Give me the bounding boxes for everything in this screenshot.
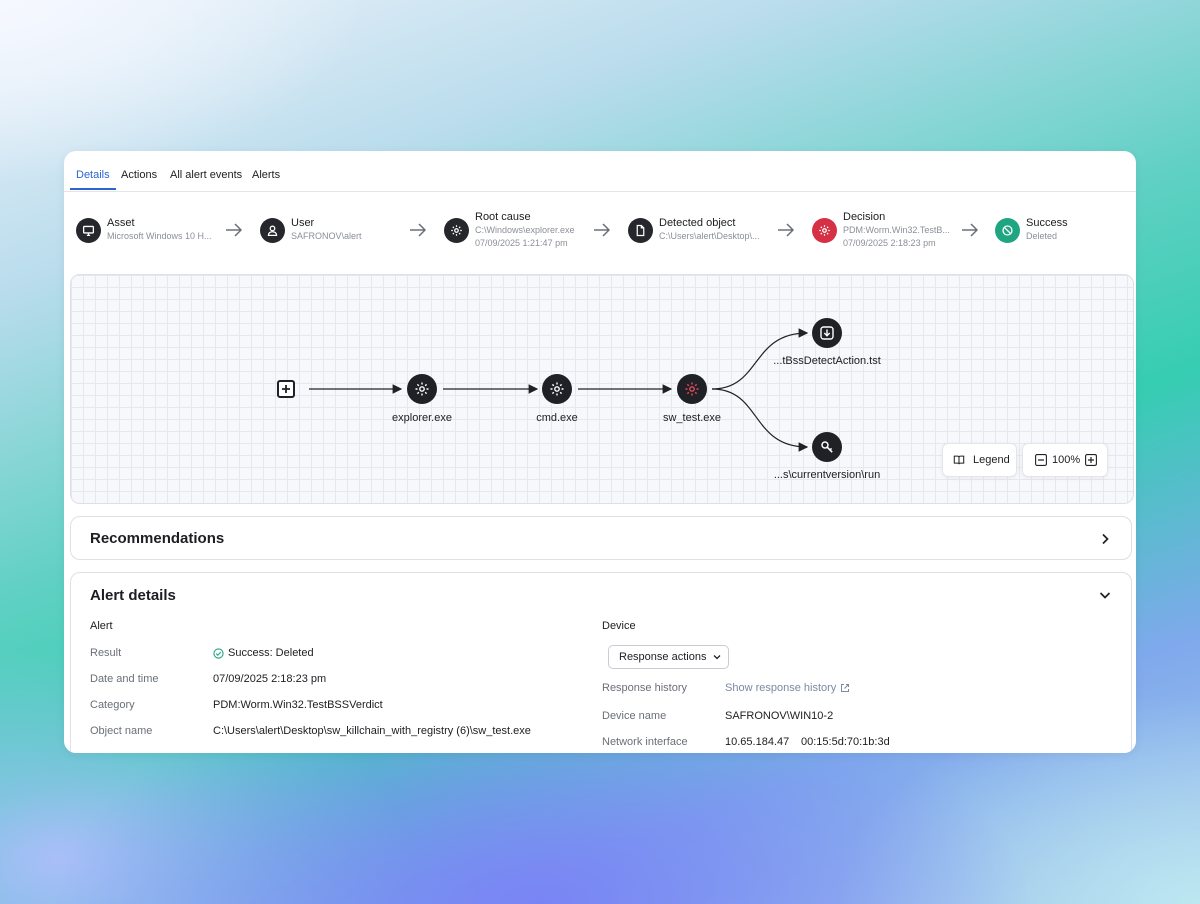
step-title: Decision	[843, 211, 886, 223]
key-icon	[821, 441, 833, 453]
book-icon	[953, 455, 965, 465]
response-actions-label: Response actions	[619, 651, 707, 663]
row-value-category: PDM:Worm.Win32.TestBSSVerdict	[213, 699, 383, 711]
node-label: ...tBssDetectAction.tst	[773, 355, 881, 367]
alert-timeline: Asset Microsoft Windows 10 H... User SAF…	[64, 192, 1136, 268]
zoom-control: 100%	[1022, 443, 1108, 477]
legend-button[interactable]: Legend	[942, 443, 1017, 477]
node-label: ...s\currentversion\run	[773, 469, 881, 481]
alert-section-label: Alert	[90, 620, 113, 632]
arrow-right-icon	[778, 223, 795, 237]
row-label-date-time: Date and time	[90, 673, 159, 685]
user-icon	[260, 218, 285, 243]
alert-panel: Details Actions All alert events Alerts …	[64, 151, 1136, 753]
node-detected-file[interactable]	[812, 318, 842, 348]
alert-details-title: Alert details	[90, 587, 176, 604]
step-title: Asset	[107, 217, 135, 229]
zoom-in-icon[interactable]	[1085, 454, 1098, 466]
node-sw-test-exe[interactable]	[677, 374, 707, 404]
chevron-down-icon	[713, 655, 721, 660]
node-registry-key[interactable]	[812, 432, 842, 462]
step-title: Root cause	[475, 211, 531, 223]
edge-swtest-file	[711, 328, 809, 390]
chevron-right-icon[interactable]	[1098, 532, 1112, 546]
arrow-right-icon	[226, 223, 243, 237]
node-cmd-exe[interactable]	[542, 374, 572, 404]
start-node[interactable]	[277, 380, 295, 398]
tab-actions[interactable]: Actions	[121, 169, 158, 181]
graph-edges	[309, 328, 809, 452]
row-value-result: Success: Deleted	[213, 647, 314, 659]
row-value-device-name: SAFRONOV\WIN10-2	[725, 710, 834, 722]
row-value-object-name: C:\Users\alert\Desktop\sw_killchain_with…	[213, 725, 531, 737]
tab-alerts[interactable]: Alerts	[252, 169, 281, 181]
device-section-label: Device	[602, 620, 636, 632]
external-link-icon	[841, 684, 850, 692]
row-value-date-time: 07/09/2025 2:18:23 pm	[213, 673, 327, 685]
node-label: sw_test.exe	[662, 412, 722, 424]
step-title: Success	[1026, 217, 1068, 229]
step-timestamp: 07/09/2025 1:21:47 pm	[475, 238, 568, 248]
monitor-icon	[76, 218, 101, 243]
gear-icon	[812, 218, 837, 243]
arrow-right-icon	[962, 223, 979, 237]
zoom-out-icon[interactable]	[1035, 454, 1047, 466]
show-response-history-link[interactable]: Show response history	[725, 682, 850, 694]
step-title: Detected object	[659, 217, 736, 229]
step-title: User	[291, 217, 315, 229]
row-label-object-name: Object name	[90, 725, 153, 737]
step-subtitle: Microsoft Windows 10 H...	[107, 231, 212, 241]
check-circle-icon	[213, 647, 224, 659]
node-label: explorer.exe	[392, 412, 452, 424]
gear-icon	[550, 382, 564, 396]
process-graph[interactable]: explorer.exe cmd.exe sw_test.exe ...tBss…	[70, 274, 1134, 504]
step-timestamp: 07/09/2025 2:18:23 pm	[843, 238, 936, 248]
tab-all-alert-events[interactable]: All alert events	[170, 169, 243, 181]
step-subtitle: SAFRONOV\alert	[291, 231, 362, 241]
recommendations-card[interactable]: Recommendations	[70, 516, 1132, 560]
row-label-network-interface: Network interface	[602, 736, 688, 748]
link-text: Show response history	[725, 682, 837, 694]
step-subtitle: PDM:Worm.Win32.TestB...	[843, 225, 950, 235]
row-value-ip-address: 10.65.184.47	[725, 736, 790, 748]
edge-swtest-registry	[711, 388, 809, 452]
download-icon	[820, 326, 834, 340]
node-explorer-exe[interactable]	[407, 374, 437, 404]
gear-icon	[444, 218, 469, 243]
node-label: cmd.exe	[536, 412, 578, 424]
block-icon	[995, 218, 1020, 243]
response-actions-button[interactable]: Response actions	[608, 645, 729, 669]
arrow-right-icon	[594, 223, 611, 237]
step-subtitle: C:\Users\alert\Desktop\...	[659, 231, 760, 241]
row-label-device-name: Device name	[602, 710, 667, 722]
recommendations-title: Recommendations	[90, 530, 225, 547]
zoom-level: 100%	[1052, 454, 1081, 466]
gear-icon	[685, 382, 699, 396]
alert-details-card: Alert details Alert Device Result Succes…	[70, 572, 1132, 753]
row-label-category: Category	[90, 699, 135, 711]
file-icon	[628, 218, 653, 243]
tab-bar: Details Actions All alert events Alerts	[64, 151, 1136, 192]
step-subtitle: C:\Windows\explorer.exe	[475, 225, 575, 235]
active-tab-indicator	[70, 188, 116, 190]
legend-label: Legend	[973, 454, 1010, 466]
step-subtitle: Deleted	[1026, 231, 1058, 241]
chevron-down-icon[interactable]	[1098, 588, 1112, 602]
plus-icon	[282, 385, 290, 393]
gear-icon	[415, 382, 429, 396]
row-value-mac-address: 00:15:5d:70:1b:3d	[801, 736, 890, 748]
row-label-response-history: Response history	[602, 682, 687, 694]
tab-details[interactable]: Details	[76, 169, 110, 181]
arrow-right-icon	[410, 223, 427, 237]
result-text: Success: Deleted	[228, 647, 314, 659]
row-label-result: Result	[90, 647, 122, 659]
